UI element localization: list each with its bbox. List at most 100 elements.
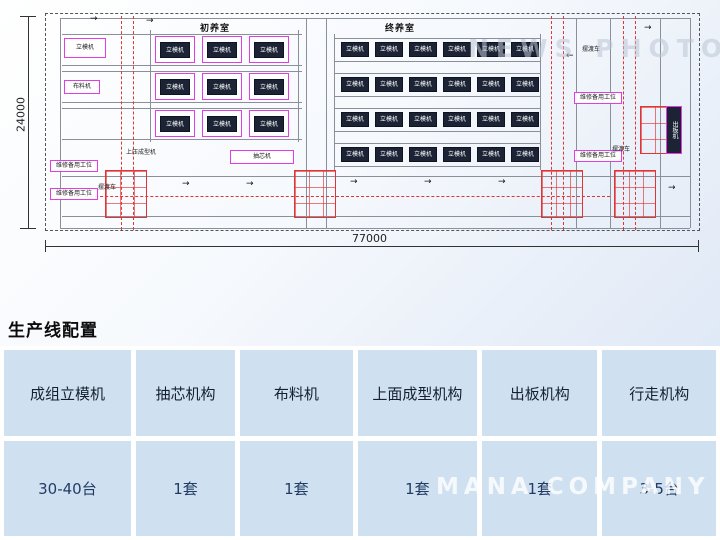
mold-unit: 立模机: [254, 115, 284, 132]
ferry-platform: [614, 170, 656, 218]
section-wall: [334, 34, 335, 170]
mold-cell: 立模机: [442, 145, 472, 164]
mold-unit: 立模机: [375, 147, 403, 162]
config-value-cell: 30-40台: [4, 441, 131, 536]
rail-line: [62, 139, 302, 140]
mold-cell: 立模机: [408, 145, 438, 164]
layout-diagram: 初养室 终养室 立模机立模机立模机立模机立模机立模机立模机立模机立模机 立模机立…: [14, 13, 720, 252]
mold-unit: 立模机: [511, 42, 539, 57]
section-wall: [298, 30, 299, 142]
flow-arrow: →: [146, 16, 154, 26]
ferry-platform: [105, 170, 147, 218]
rail-line: [62, 102, 302, 103]
rail-line: [334, 166, 540, 167]
mold-unit: 立模机: [477, 112, 505, 127]
mold-cell: 立模机: [374, 110, 404, 129]
mold-cell: 立模机: [374, 40, 404, 59]
mold-cell: 立模机: [155, 73, 195, 100]
config-section-title: 生产线配置: [8, 321, 98, 341]
mold-unit: 立模机: [341, 112, 369, 127]
mold-cell: 立模机: [202, 110, 242, 137]
config-value-cell: 1套: [357, 441, 477, 536]
mold-unit: 立模机: [443, 112, 471, 127]
mold-cell: 立模机: [476, 145, 506, 164]
ferry-platform: [541, 170, 583, 218]
dimension-width-label: 77000: [352, 232, 387, 245]
mold-cell: 立模机: [476, 40, 506, 59]
mold-unit: 立模机: [207, 115, 237, 132]
mold-unit: 立模机: [341, 77, 369, 92]
mold-unit: 立模机: [409, 147, 437, 162]
config-header-cell: 成组立模机: [4, 350, 131, 436]
mold-unit: 立模机: [160, 115, 190, 132]
mold-unit: 立模机: [341, 147, 369, 162]
mold-unit: 立模机: [375, 112, 403, 127]
config-value-cell: 1套: [240, 441, 353, 536]
ferry-track: [121, 16, 122, 230]
mold-cell: 立模机: [408, 40, 438, 59]
mold-cell: 立模机: [510, 75, 540, 94]
mold-cell: 立模机: [442, 75, 472, 94]
mold-cell: 立模机: [249, 73, 289, 100]
flow-arrow: →: [498, 177, 506, 187]
mold-cell: 立模机: [510, 110, 540, 129]
rail-line: [62, 65, 302, 66]
rail-line: [334, 38, 540, 39]
config-header-cell: 布料机: [240, 350, 353, 436]
mold-unit: 立模机: [409, 77, 437, 92]
corridor-wall: [62, 176, 690, 177]
mold-cell: 立模机: [340, 145, 370, 164]
maintenance-station-box: 维修备用工位: [574, 150, 622, 162]
flow-arrow: →: [350, 177, 358, 187]
mold-cell: 立模机: [249, 110, 289, 137]
watermark-mana-company: MANA COMPANY: [436, 474, 710, 500]
mold-cell: 立模机: [442, 40, 472, 59]
mold-unit: 立模机: [511, 112, 539, 127]
mold-cell: 立模机: [202, 36, 242, 63]
mold-cell: 立模机: [408, 110, 438, 129]
ferry-platform: [294, 170, 336, 218]
mold-unit: 立模机: [409, 42, 437, 57]
mold-cell: 立模机: [340, 75, 370, 94]
mold-unit: 立模机: [207, 41, 237, 58]
mold-unit: 立模机: [375, 42, 403, 57]
ferry-track: [635, 16, 636, 230]
config-header-cell: 抽芯机构: [135, 350, 236, 436]
rail-line: [334, 108, 540, 109]
ferry-track: [563, 16, 564, 230]
watermark-news-photo: NEWS PHOTO ◉: [468, 34, 720, 63]
mold-cell: 立模机: [476, 110, 506, 129]
building-wall-left: [60, 18, 61, 228]
flow-arrow: →: [668, 183, 676, 193]
mold-cell: 立模机: [408, 75, 438, 94]
corridor-wall: [62, 216, 690, 217]
dimension-tick: [20, 16, 36, 17]
building-wall-right: [690, 18, 691, 228]
maintenance-station-box: 维修备用工位: [50, 188, 98, 200]
section-wall: [150, 30, 151, 142]
dimension-tick: [45, 240, 46, 252]
ferry-car-label: 摆渡车: [612, 146, 631, 153]
config-header-cell: 出板机构: [481, 350, 598, 436]
mold-cell: 立模机: [510, 40, 540, 59]
config-header-cell: 上面成型机构: [357, 350, 477, 436]
dimension-tick: [698, 240, 699, 252]
maintenance-station-box: 维修备用工位: [574, 92, 622, 104]
section-wall: [540, 34, 541, 170]
panel-output-machine-box: 出板机: [666, 106, 682, 154]
config-value-cell: 1套: [135, 441, 236, 536]
site-boundary: [45, 13, 700, 231]
mold-cell: 立模机: [374, 75, 404, 94]
dimension-line-horizontal: [45, 246, 699, 247]
corridor-wall: [576, 18, 577, 228]
rail-line: [62, 108, 302, 109]
mold-unit: 立模机: [443, 147, 471, 162]
dimension-height-label: 24000: [14, 97, 28, 132]
core-pulling-machine-box: 抽芯机: [230, 150, 294, 164]
rail-line: [334, 96, 540, 97]
mold-cell: 立模机: [202, 73, 242, 100]
mold-unit: 立模机: [477, 42, 505, 57]
mold-unit: 立模机: [160, 78, 190, 95]
mold-cell: 立模机: [476, 75, 506, 94]
ferry-car-label: 摆渡车: [98, 184, 117, 191]
